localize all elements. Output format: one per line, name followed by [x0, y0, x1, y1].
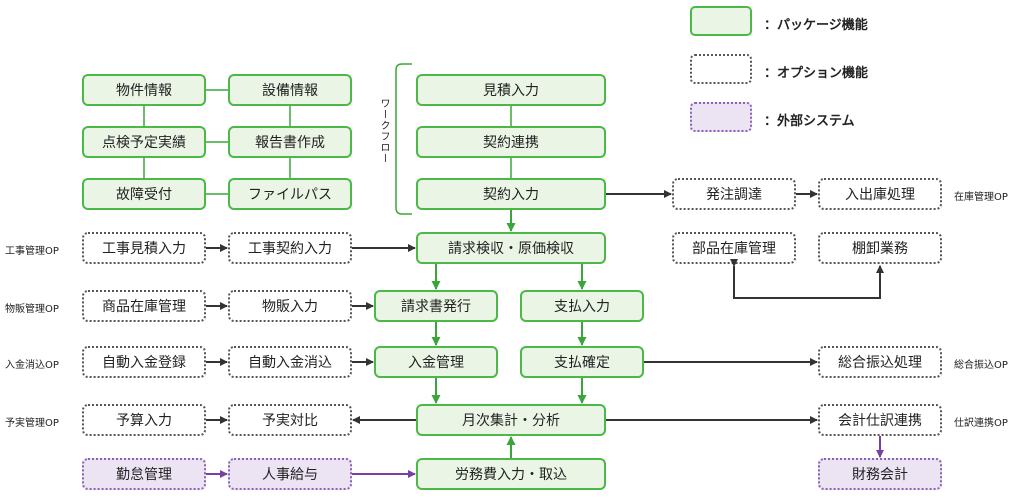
general-transfer-box: 総合振込処理 — [818, 346, 942, 378]
contract-input-box: 契約入力 — [416, 178, 606, 210]
auto-deposit-register-box: 自動入金登録 — [82, 346, 206, 378]
budget-actual-compare-box: 予実対比 — [228, 404, 352, 436]
budget-op-label: 予実管理OP — [5, 418, 59, 429]
accounting-journal-link-box: 会計仕訳連携 — [818, 404, 942, 436]
construction-contract-box: 工事契約入力 — [228, 232, 352, 264]
payment-confirm-box: 支払確定 — [520, 346, 644, 378]
equipment-info-box: 設備情報 — [228, 74, 352, 106]
estimate-input-box: 見積入力 — [416, 74, 606, 106]
payment-input-box: 支払入力 — [520, 290, 644, 322]
attendance-box: 勤怠管理 — [82, 458, 206, 490]
parts-inventory-box: 部品在庫管理 — [672, 232, 796, 264]
transfer-op-label: 総合振込OP — [954, 360, 1008, 371]
workflow-bracket — [395, 63, 412, 215]
inout-processing-box: 入出庫処理 — [818, 178, 942, 210]
journal-op-label: 仕訳連携OP — [954, 418, 1008, 429]
payroll-box: 人事給与 — [228, 458, 352, 490]
deposit-management-box: 入金管理 — [374, 346, 498, 378]
workflow-label: ワークフロー — [378, 98, 389, 164]
invoice-issue-box: 請求書発行 — [374, 290, 498, 322]
auto-deposit-clear-box: 自動入金消込 — [228, 346, 352, 378]
order-procurement-box: 発注調達 — [672, 178, 796, 210]
construction-op-label: 工事管理OP — [5, 246, 59, 257]
legend-option-label: ：オプション機能 — [764, 66, 869, 81]
inspection-plan-box: 点検予定実績 — [82, 126, 206, 158]
financial-accounting-box: 財務会計 — [818, 458, 942, 490]
budget-input-box: 予算入力 — [82, 404, 206, 436]
legend-package-label: ：パッケージ機能 — [764, 18, 868, 33]
monthly-analysis-box: 月次集計・分析 — [416, 404, 606, 436]
invoice-cost-check-box: 請求検収・原価検収 — [416, 232, 606, 264]
product-inventory-box: 商品在庫管理 — [82, 290, 206, 322]
legend-external-swatch — [690, 102, 752, 132]
legend-package-swatch — [690, 6, 752, 36]
sales-input-box: 物販入力 — [228, 290, 352, 322]
contract-link-box: 契約連携 — [416, 126, 606, 158]
property-info-box: 物件情報 — [82, 74, 206, 106]
report-creation-box: 報告書作成 — [228, 126, 352, 158]
legend-option-swatch — [690, 54, 752, 84]
construction-estimate-box: 工事見積入力 — [82, 232, 206, 264]
sales-op-label: 物販管理OP — [5, 304, 59, 315]
fault-reception-box: 故障受付 — [82, 178, 206, 210]
inventory-op-label: 在庫管理OP — [954, 192, 1008, 203]
deposit-op-label: 入金消込OP — [5, 360, 59, 371]
legend-external-label: ：外部システム — [764, 114, 855, 129]
labor-cost-input-box: 労務費入力・取込 — [416, 458, 606, 490]
file-path-box: ファイルパス — [228, 178, 352, 210]
link-parts-stocktaking — [730, 259, 884, 299]
